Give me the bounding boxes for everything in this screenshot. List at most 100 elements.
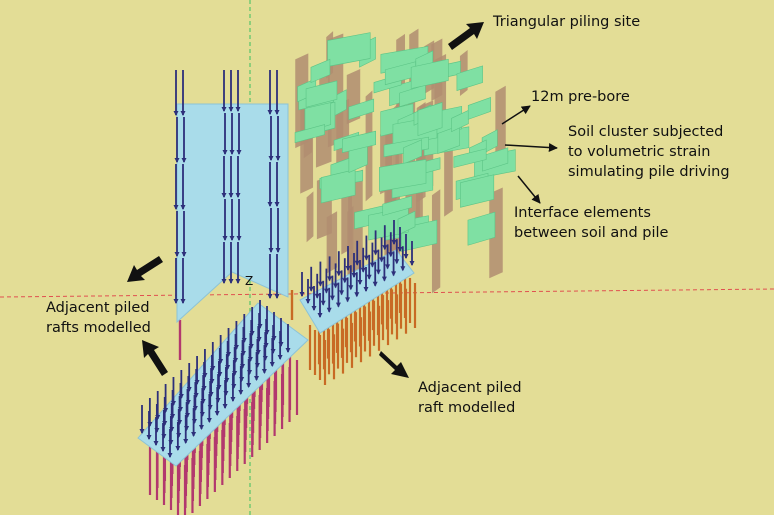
load-arrow-head [345, 297, 351, 303]
pointer-interface [517, 175, 541, 204]
load-arrow-head [181, 158, 187, 163]
load-arrow-head [311, 306, 317, 311]
load-arrow-head [357, 280, 363, 285]
load-arrow-head [394, 259, 400, 265]
load-arrow-head [354, 292, 360, 298]
load-arrow-head [366, 274, 372, 280]
load-arrow-head [235, 193, 241, 198]
label-adjacent-piled-rafts: Adjacent piled rafts modelled [46, 300, 151, 336]
soil-block [327, 32, 371, 67]
load-arrow-head [175, 446, 181, 451]
soil-block [467, 97, 491, 120]
load-arrow-head [246, 383, 252, 388]
load-arrow-head [397, 247, 403, 252]
soil-block [460, 174, 495, 208]
load-arrow-head [228, 279, 234, 284]
load-arrow-head [229, 150, 235, 155]
load-arrow-head [345, 266, 351, 271]
load-arrow-head [277, 355, 283, 360]
load-arrow-head [363, 255, 369, 261]
load-arrow-head [236, 150, 242, 155]
load-arrow-head [268, 156, 274, 161]
load-arrow-head [236, 236, 242, 241]
load-arrow-head [228, 107, 234, 112]
load-arrow-head [222, 404, 228, 409]
label-interface-elements: Interface elements between soil and pile [514, 205, 669, 241]
load-arrow-head [174, 252, 180, 257]
load-arrow-head [167, 453, 173, 458]
load-arrow-head [314, 293, 320, 299]
soil-block [482, 147, 509, 172]
load-arrow-head [320, 300, 326, 306]
load-arrow-head [329, 295, 335, 301]
interface-plate [489, 187, 503, 279]
load-arrow-head [285, 348, 291, 353]
load-arrow-head [267, 110, 273, 115]
soil-block [403, 139, 423, 165]
load-arrow-head [385, 264, 391, 270]
load-arrow-head [348, 285, 354, 291]
load-arrow-head [146, 435, 152, 440]
soil-block [451, 109, 469, 133]
load-arrow-head [372, 281, 378, 287]
load-arrow-head [228, 193, 234, 198]
load-arrow-head [305, 299, 311, 304]
annotation-pointers [127, 22, 558, 378]
load-arrow-head [317, 313, 323, 318]
load-arrow-head [214, 411, 220, 416]
soil-block [310, 58, 331, 84]
load-arrow-head [317, 281, 323, 287]
load-arrow-head [381, 276, 387, 282]
load-arrow-head [222, 236, 228, 241]
load-arrow-head [308, 286, 314, 292]
soil-block [399, 84, 426, 108]
load-arrow-head [363, 287, 369, 292]
load-arrows [139, 70, 415, 458]
load-arrow-head [254, 376, 260, 381]
load-arrow-head [299, 292, 305, 297]
load-arrow-head [235, 107, 241, 112]
interface-plate [306, 191, 314, 243]
load-arrow-head [339, 290, 345, 296]
load-arrow-head [235, 279, 241, 284]
load-arrow-head [230, 397, 236, 402]
load-arrow-head [181, 252, 187, 257]
interface-plate [444, 145, 453, 217]
load-arrow-head [268, 248, 274, 253]
label-soil-cluster: Soil cluster subjected to volumetric str… [568, 124, 730, 180]
load-arrow-head [327, 276, 333, 282]
load-arrow-head [388, 252, 394, 258]
load-arrow-head [153, 441, 159, 446]
load-arrow-head [173, 205, 179, 210]
axis-z-label: Z [245, 274, 254, 288]
soil-block [467, 211, 496, 246]
load-arrow-head [191, 432, 197, 437]
soil-block [348, 98, 375, 120]
soil-block [397, 210, 416, 236]
soil-block [410, 58, 449, 89]
load-arrow-head [275, 156, 281, 161]
soil-block [342, 130, 376, 153]
soil-cluster [294, 32, 516, 252]
pointer-adjacent-rafts-lower [142, 340, 168, 376]
soil-block [382, 195, 413, 216]
load-arrow-head [326, 307, 332, 313]
load-arrow-head [354, 260, 360, 266]
load-arrow-head [269, 362, 275, 367]
soil-block [379, 159, 427, 192]
load-arrow-head [274, 110, 280, 115]
pointer-triangular-site [448, 22, 484, 50]
load-arrow-head [206, 418, 212, 423]
load-arrow-head [174, 158, 180, 163]
label-prebore: 12m pre-bore [531, 89, 630, 105]
load-arrow-head [323, 288, 329, 294]
load-arrow-head [391, 240, 397, 245]
pointer-adjacent-raft [379, 351, 409, 378]
load-arrow-head [373, 250, 379, 256]
load-arrow-head [342, 278, 348, 284]
load-arrow-head [221, 193, 227, 198]
pointer-adjacent-rafts-upper [127, 256, 163, 282]
pointer-soil-cluster [504, 143, 558, 153]
load-arrow-head [409, 261, 415, 266]
interface-plate [495, 85, 506, 167]
